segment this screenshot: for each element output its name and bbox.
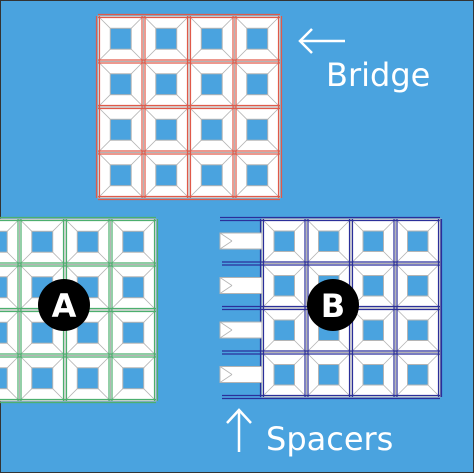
grid-cell [64, 218, 111, 265]
grid-cell [110, 355, 157, 402]
grid-cell [143, 15, 190, 62]
spacers-label: Spacers [266, 420, 393, 458]
bridge-label: Bridge [326, 56, 430, 94]
grid-cell [234, 61, 281, 108]
grid-cell [350, 352, 396, 398]
grid-cell [188, 15, 235, 62]
badge-a: A [38, 279, 90, 331]
grid-cell [0, 309, 20, 356]
grid-cell [395, 218, 441, 264]
bridge-arrow-icon [298, 28, 345, 54]
grid-cell [143, 106, 190, 153]
badge-b: B [307, 279, 359, 331]
spacer [219, 321, 263, 339]
grid-cell [110, 264, 157, 311]
grid-cell [19, 218, 66, 265]
grid-cell [110, 218, 157, 265]
grid-cell [19, 355, 66, 402]
grid-cell [64, 355, 111, 402]
badge-a-label: A [52, 287, 77, 325]
grid-cell [0, 264, 20, 311]
grid-cell [234, 15, 281, 62]
spacer [219, 277, 263, 294]
grid-cell [97, 15, 144, 62]
grid-cell [188, 152, 235, 199]
grid-cell [234, 106, 281, 153]
spacers-arrow-icon [226, 408, 252, 452]
grid-cell [97, 61, 144, 108]
grid-cell [97, 106, 144, 153]
spacer [219, 366, 263, 383]
grid-cell [110, 309, 157, 356]
grid-cell [0, 355, 20, 402]
grid-cell [143, 152, 190, 199]
grid-cell [188, 106, 235, 153]
grid-cell [395, 352, 441, 398]
grid-cell [395, 263, 441, 309]
badge-b-label: B [321, 287, 345, 325]
bridge-grid [95, 13, 283, 201]
grid-cell [350, 218, 396, 264]
grid-cell [306, 218, 352, 264]
grid-cell [143, 61, 190, 108]
grid-cell [0, 218, 20, 265]
grid-cell [234, 152, 281, 199]
grid-cell [395, 307, 441, 353]
grid-cell [97, 152, 144, 199]
grid-cell [261, 307, 307, 353]
grid-cell [261, 263, 307, 309]
grid-cell [350, 307, 396, 353]
grid-cell [188, 61, 235, 108]
grid-b [219, 216, 443, 400]
grid-cell [261, 218, 307, 264]
spacer [219, 232, 263, 250]
grid-cell [261, 352, 307, 398]
grid-cell [306, 352, 352, 398]
